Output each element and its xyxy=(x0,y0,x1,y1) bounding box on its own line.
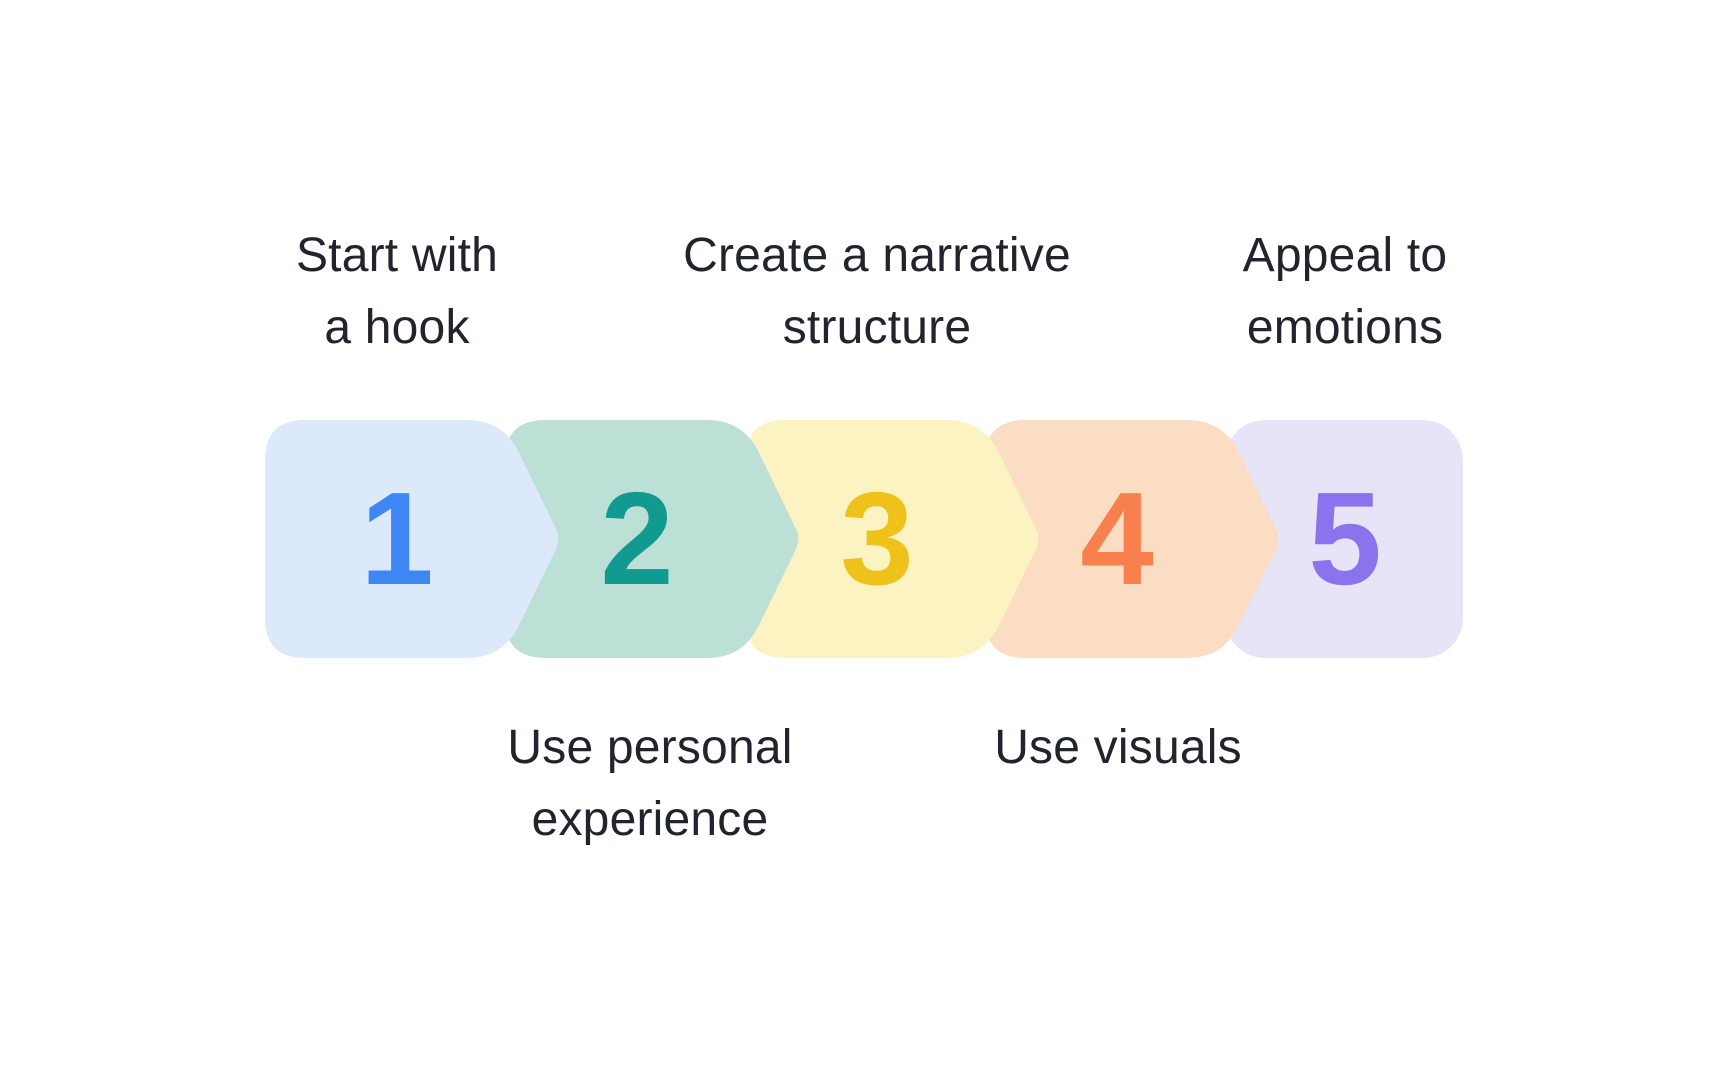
chevron-shape-3 xyxy=(745,420,1039,658)
step-number-1: 1 xyxy=(360,465,433,612)
step-label-line: a hook xyxy=(324,301,470,354)
step-number-3: 3 xyxy=(840,465,913,612)
step-label-line: Use visuals xyxy=(994,721,1242,774)
step-label-line: Appeal to xyxy=(1242,229,1448,282)
chevron-shape-2 xyxy=(505,420,799,658)
step-label-line: emotions xyxy=(1246,301,1444,354)
chevron-shape-5 xyxy=(1225,420,1463,658)
chevron-shape-4 xyxy=(985,420,1279,658)
step-label-line: Create a narrative xyxy=(683,229,1071,282)
step-label-create-a-narrative-structure: Create a narrative structure xyxy=(617,220,1137,364)
step-label-line: Use personal xyxy=(507,721,793,774)
step-label-use-visuals: Use visuals xyxy=(858,712,1378,784)
chevron-band xyxy=(265,420,1463,658)
step-label-appeal-to-emotions: Appeal to emotions xyxy=(1085,220,1605,364)
step-number-2: 2 xyxy=(600,465,673,612)
step-label-start-with-a-hook: Start with a hook xyxy=(137,220,657,364)
step-label-line: experience xyxy=(531,793,769,846)
step-label-use-personal-experience: Use personal experience xyxy=(390,712,910,856)
step-number-5: 5 xyxy=(1308,465,1381,612)
chevron-shape-1 xyxy=(265,420,559,658)
step-label-line: structure xyxy=(782,301,972,354)
step-label-line: Start with xyxy=(295,229,499,282)
step-number-4: 4 xyxy=(1080,465,1153,612)
